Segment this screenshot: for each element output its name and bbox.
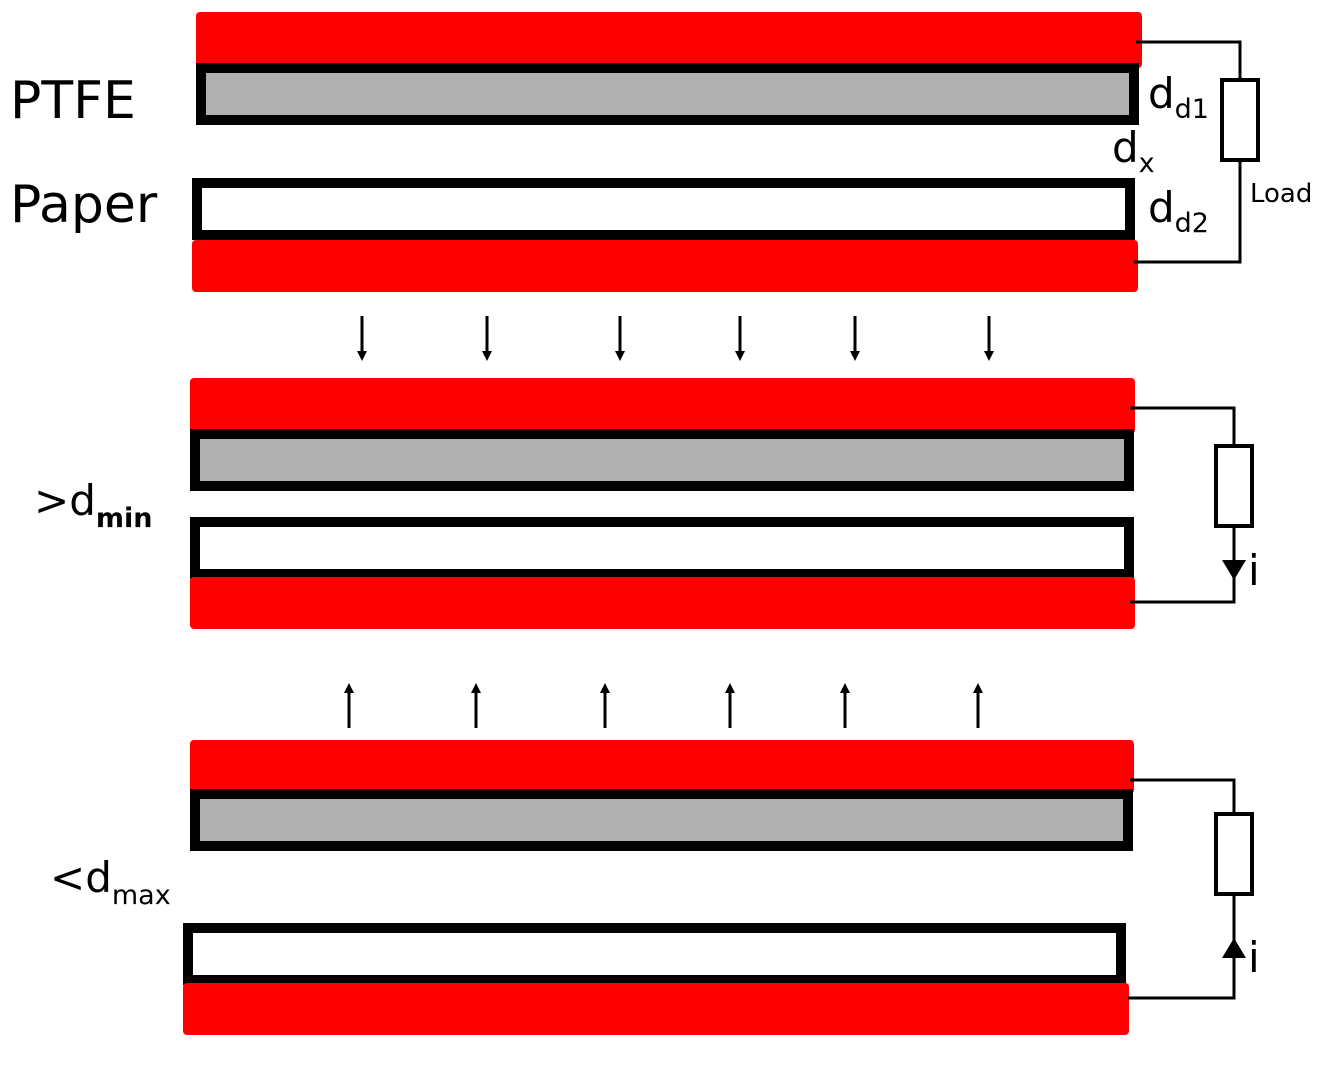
ptfe-layer-1 — [196, 63, 1139, 125]
current-label-mid: i — [1248, 546, 1260, 595]
ptfe-layer-2 — [190, 429, 1134, 491]
press-arrows — [357, 316, 994, 361]
circuit-wire-2 — [1130, 406, 1236, 446]
bottom-electrode-2 — [190, 577, 1135, 629]
dd2-label: dd2 — [1148, 183, 1209, 239]
dx-label: dx — [1112, 123, 1155, 179]
circuit-wire-3 — [1130, 778, 1236, 814]
circuit-wire-2b — [1130, 526, 1236, 604]
dmax-label: <dmax — [50, 853, 171, 911]
current-arrow-up — [1222, 938, 1246, 958]
current-label-bot: i — [1248, 933, 1260, 982]
dmin-label: >dmin — [34, 476, 152, 534]
state-2-pressing — [190, 378, 1254, 629]
load-resistor-2 — [1214, 444, 1254, 528]
load-resistor-3 — [1214, 812, 1254, 896]
load-resistor-1 — [1220, 78, 1260, 162]
ptfe-label: PTFE — [10, 71, 136, 131]
dd1-label: dd1 — [1148, 69, 1209, 125]
load-label: Load — [1250, 179, 1312, 209]
top-electrode-3 — [190, 740, 1134, 794]
ptfe-layer-3 — [190, 789, 1133, 851]
circuit-wire-1b — [1134, 160, 1242, 264]
circuit-wire-3b — [1128, 894, 1236, 1000]
top-electrode-2 — [190, 378, 1135, 434]
circuit-wire-1 — [1136, 40, 1242, 80]
state-1-separated — [192, 12, 1260, 292]
paper-layer-3 — [183, 923, 1126, 985]
bottom-electrode-1 — [192, 240, 1138, 292]
top-electrode-1 — [196, 12, 1142, 68]
paper-layer-1 — [192, 178, 1135, 240]
bottom-electrode-3 — [183, 983, 1129, 1035]
release-arrows — [344, 683, 983, 728]
paper-layer-2 — [190, 517, 1134, 579]
current-arrow-down — [1222, 560, 1246, 580]
state-3-releasing — [183, 740, 1254, 1035]
paper-label: Paper — [10, 175, 158, 235]
